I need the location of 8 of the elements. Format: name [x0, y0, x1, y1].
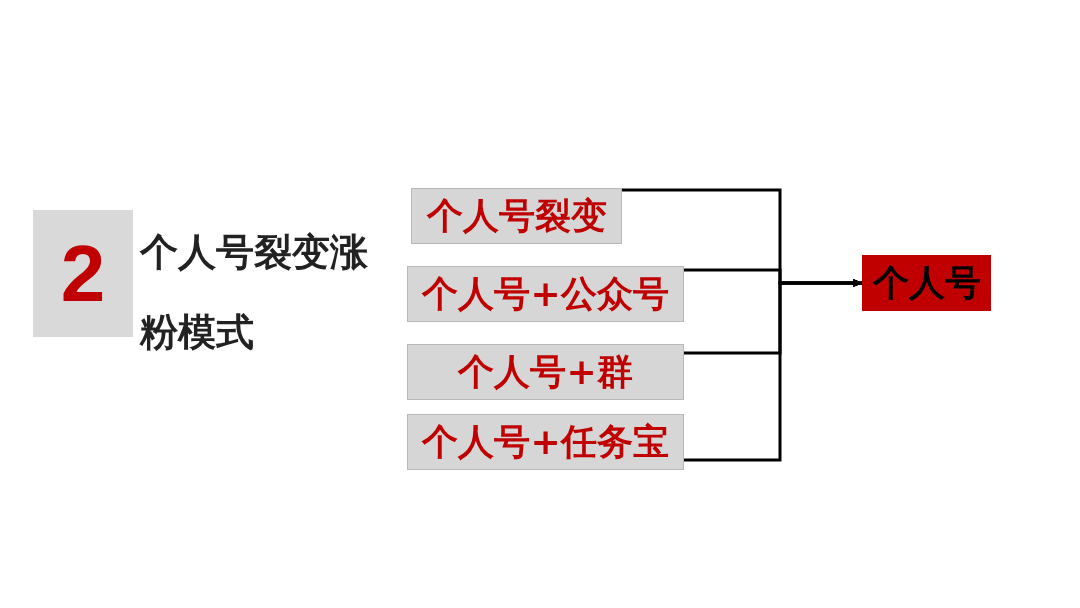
category-box: 个人号裂变 — [411, 188, 622, 244]
category-box: 个人号+群 — [407, 344, 684, 400]
category-box: 个人号+任务宝 — [407, 414, 684, 470]
category-box: 个人号+公众号 — [407, 266, 684, 322]
number-box: 2 — [33, 210, 133, 337]
heading-text: 个人号裂变涨粉模式 — [140, 229, 369, 356]
result-box: 个人号 — [862, 255, 991, 311]
bracket-arrow — [684, 279, 863, 462]
